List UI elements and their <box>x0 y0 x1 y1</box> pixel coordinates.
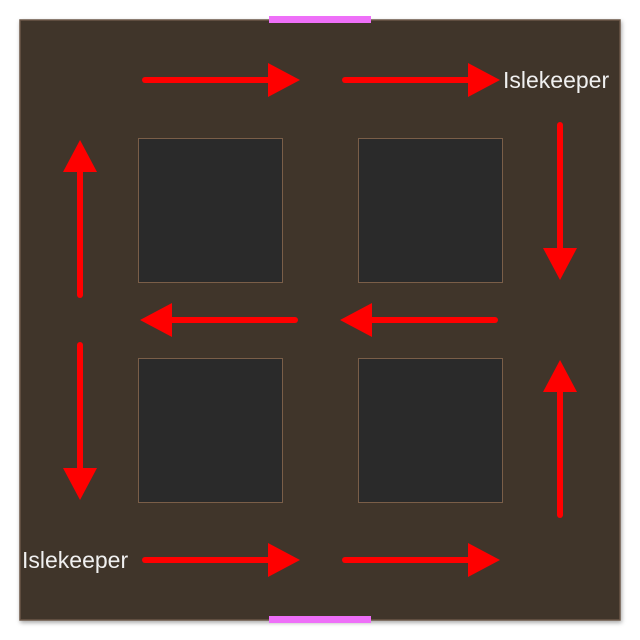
arrow-head-icon <box>543 248 577 280</box>
arrow-left-middle-1 <box>140 303 298 337</box>
label-islekeeper-bottom-left: Islekeeper <box>22 547 128 573</box>
gate-bottom <box>269 616 371 623</box>
label-islekeeper-top-right: Islekeeper <box>503 67 609 93</box>
island-block <box>138 138 283 283</box>
arrow-right-top-2 <box>342 63 500 97</box>
arrow-up-right-2 <box>543 360 577 518</box>
island-block <box>138 358 283 503</box>
island-block <box>358 138 503 283</box>
arrow-left-middle-2 <box>340 303 498 337</box>
arrow-head-icon <box>63 140 97 172</box>
board <box>19 19 621 621</box>
arrow-down-left-2 <box>63 342 97 500</box>
arrow-head-icon <box>268 543 300 577</box>
arrow-head-icon <box>468 543 500 577</box>
arrow-head-icon <box>140 303 172 337</box>
arrow-head-icon <box>340 303 372 337</box>
arrow-up-left-1 <box>63 140 97 298</box>
arrow-head-icon <box>543 360 577 392</box>
arrow-head-icon <box>468 63 500 97</box>
island-block <box>358 358 503 503</box>
gate-top <box>269 16 371 23</box>
arrow-right-top-1 <box>142 63 300 97</box>
arrow-head-icon <box>63 468 97 500</box>
arrow-right-bottom-1 <box>142 543 300 577</box>
arrow-head-icon <box>268 63 300 97</box>
arrow-right-bottom-2 <box>342 543 500 577</box>
arrow-down-right-1 <box>543 122 577 280</box>
